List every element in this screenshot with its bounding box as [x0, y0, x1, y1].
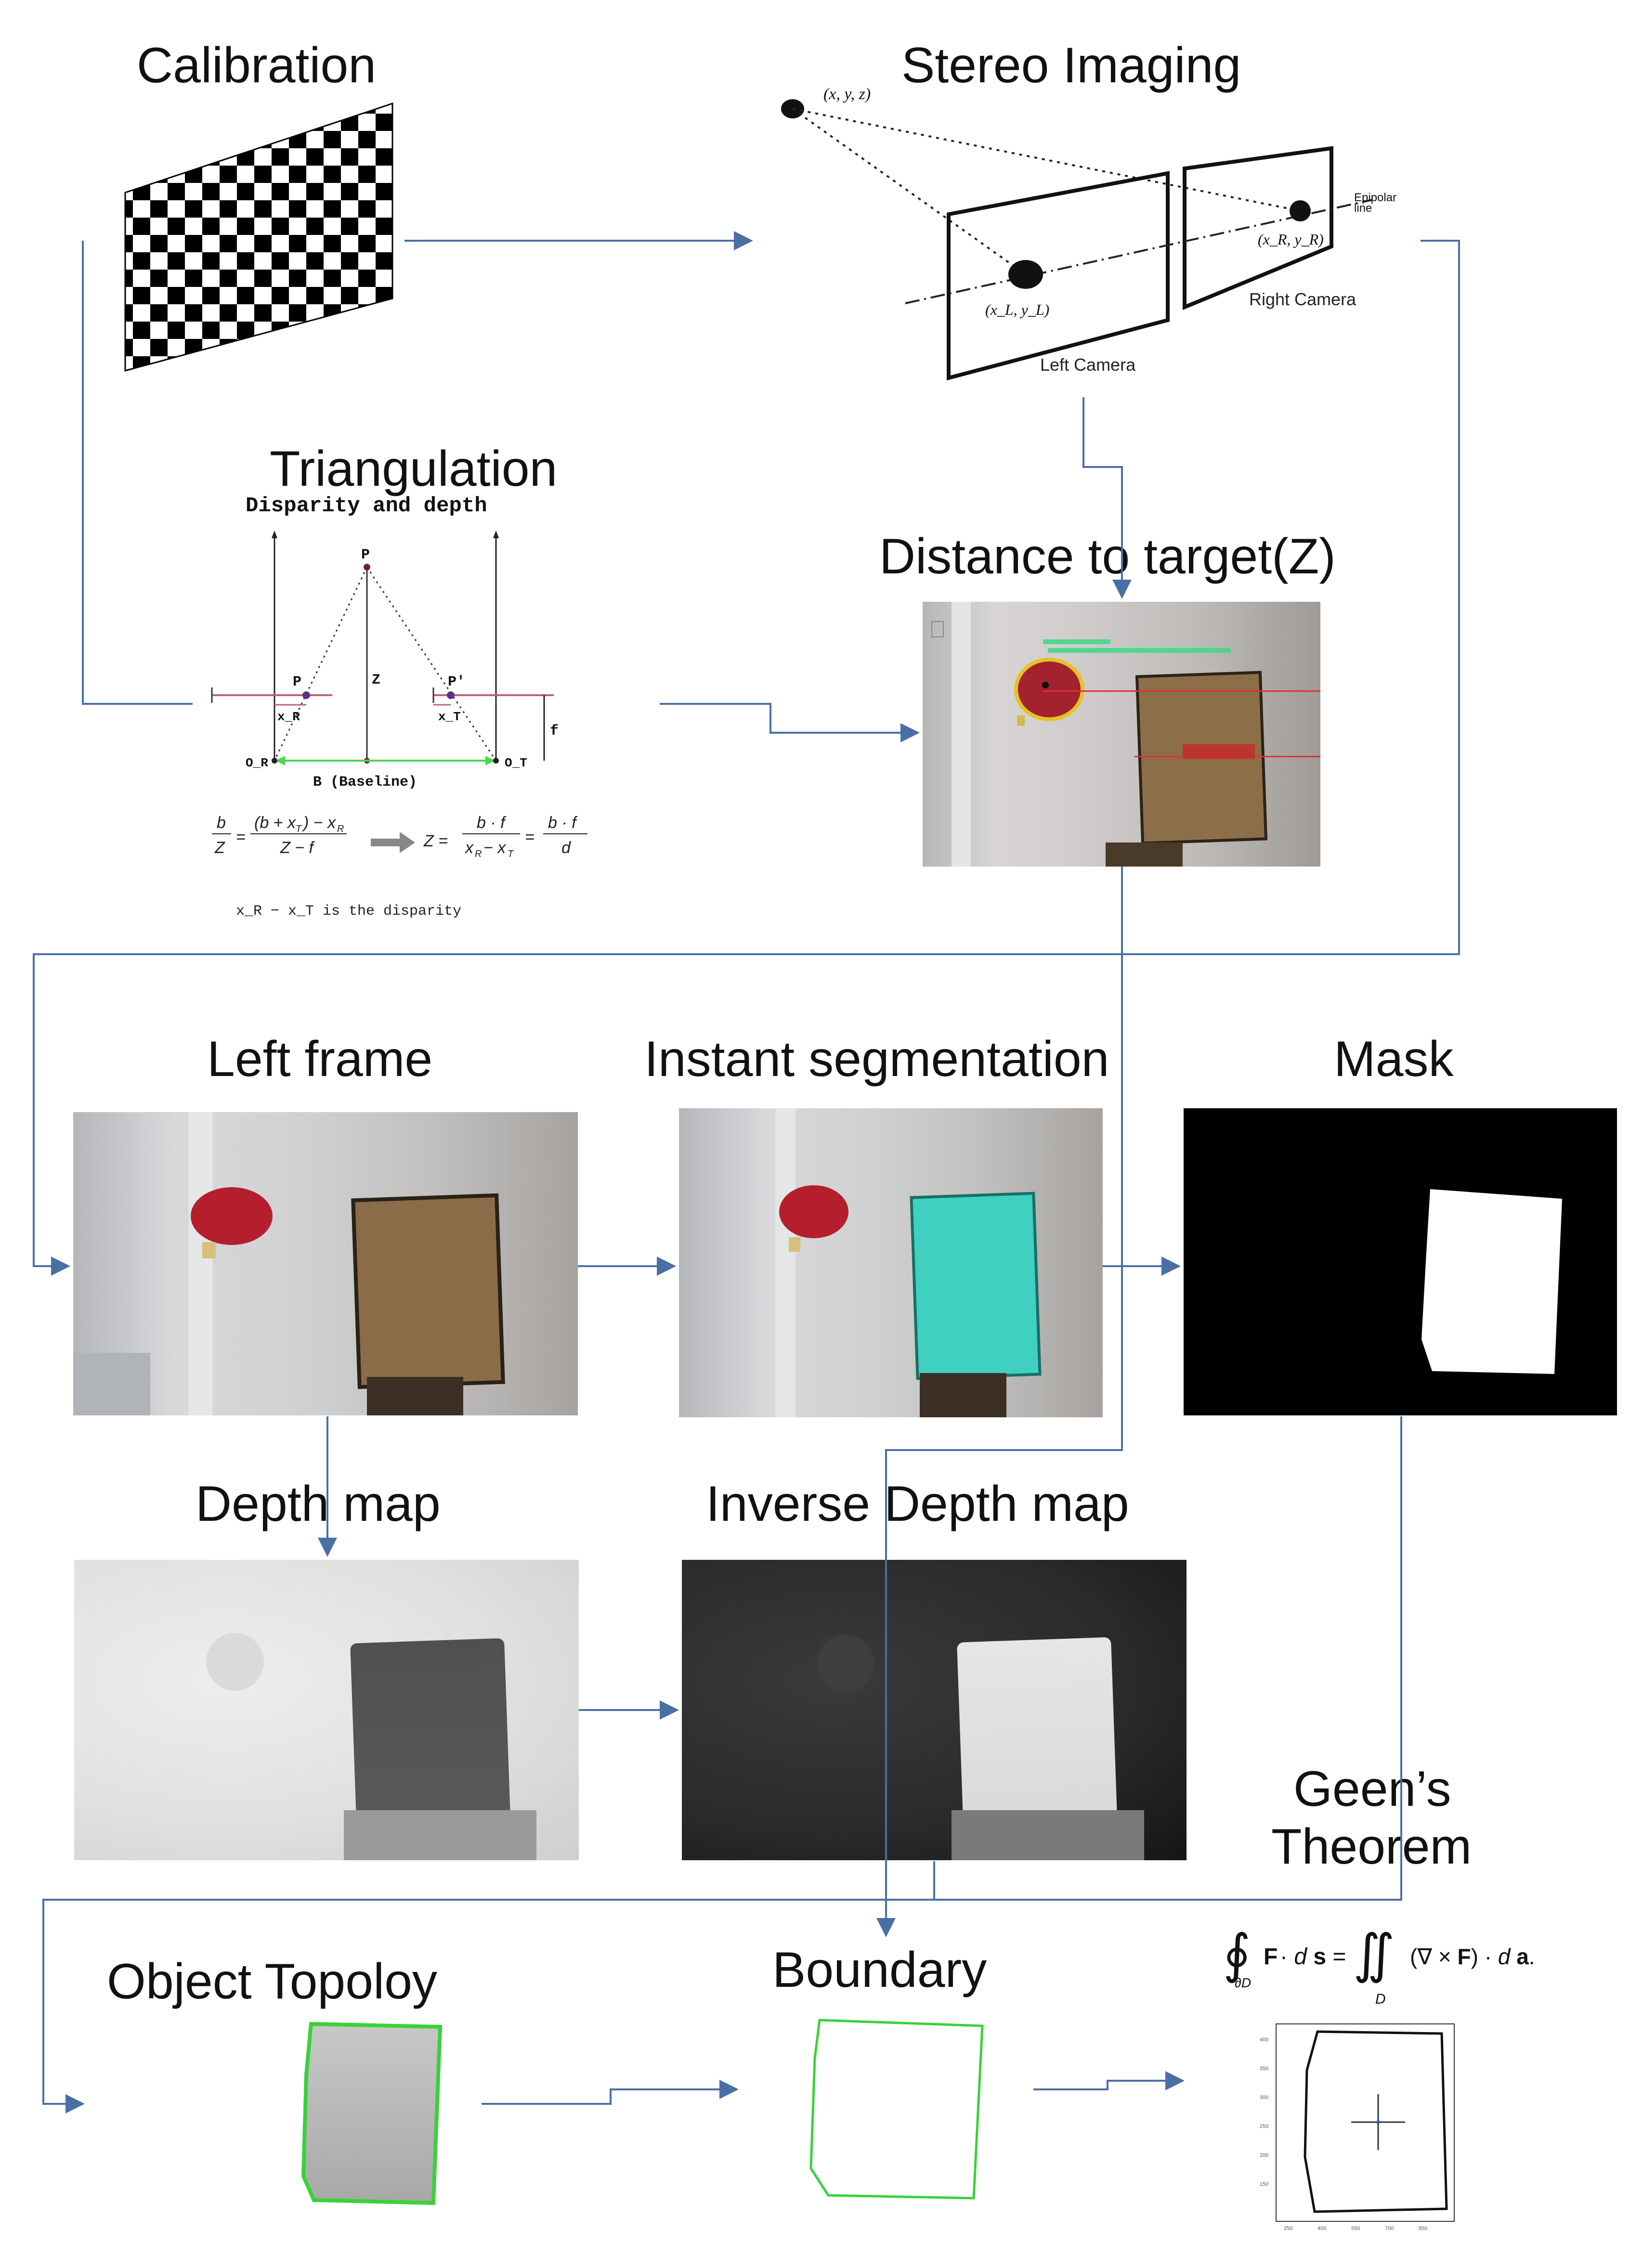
arrow-boundary-to-greens — [1033, 2071, 1185, 2090]
svg-text:250: 250 — [1260, 2124, 1268, 2129]
stereo-imaging-diagram: (x, y, z) (x_L, y_L) (x_R, y_R) Epipolar… — [781, 85, 1396, 381]
p-right-label: P′ — [448, 674, 465, 690]
svg-text:400: 400 — [1317, 2226, 1326, 2231]
p-left-label: P — [293, 674, 301, 690]
boundary-title: Boundary — [772, 1942, 987, 1998]
svg-text:∬: ∬ — [1353, 1924, 1395, 1983]
left-frame-title: Left frame — [207, 1031, 433, 1087]
svg-text:Z =: Z = — [423, 832, 448, 850]
svg-text:R: R — [475, 849, 482, 859]
epipolar-label: Epipolar — [1354, 191, 1396, 204]
svg-text:D: D — [1375, 1991, 1386, 2007]
svg-text:Z − f: Z − f — [280, 839, 315, 857]
xr-label: x_R — [277, 710, 300, 724]
svg-text:T: T — [296, 824, 302, 834]
mask-title: Mask — [1334, 1031, 1454, 1087]
segmentation-title: Instant segmentation — [644, 1031, 1109, 1087]
svg-text:T: T — [508, 849, 514, 859]
arrow-stereo-to-leftframe — [33, 240, 1460, 1276]
right-camera-label: Right Camera — [1249, 289, 1356, 309]
svg-text:· d s =: · d s = — [1280, 1944, 1346, 1970]
greens-plot: 400 350 300 250 200 150 250 400 550 700 850 — [1255, 2012, 1462, 2239]
svg-text:850: 850 — [1419, 2226, 1427, 2231]
greens-title-line1: Geen’s — [1293, 1761, 1451, 1817]
triangulation-subtitle: Disparity and depth — [246, 494, 487, 518]
or-label: O_R — [246, 756, 268, 770]
arrow-stereo-to-distance — [1082, 397, 1132, 599]
svg-text:∮: ∮ — [1223, 1924, 1251, 1983]
epipolar-label-2: line — [1354, 202, 1372, 215]
svg-text:200: 200 — [1260, 2152, 1268, 2158]
right-point-label: (x_R, y_R) — [1258, 231, 1324, 248]
inverse-depth-image — [682, 1560, 1187, 1860]
red-disk-seg — [779, 1185, 848, 1238]
baseline-label: B (Baseline) — [313, 774, 417, 791]
triangulation-title: Triangulation — [270, 441, 558, 497]
red-disk — [191, 1187, 273, 1245]
svg-text:400: 400 — [1260, 2037, 1268, 2043]
svg-text:=: = — [525, 828, 535, 846]
object-topology-title: Object Topoloy — [107, 1954, 438, 2009]
triangulation-diagram: Disparity and depth P Z P P′ x_R x_T f O… — [211, 494, 587, 920]
svg-text:F: F — [1264, 1944, 1278, 1970]
point-label: (x, y, z) — [823, 85, 871, 103]
left-point-label: (x_L, y_L) — [985, 301, 1049, 318]
svg-text:(b + x: (b + x — [254, 814, 296, 832]
stereo-imaging-title: Stereo Imaging — [901, 38, 1241, 93]
greens-formula: ∮ ∂D F · d s = ∬ D (∇ × F) · d a. — [1223, 1924, 1535, 2007]
depth-map-image — [74, 1560, 579, 1860]
svg-text:550: 550 — [1351, 2226, 1360, 2231]
left-camera-label: Left Camera — [1040, 355, 1136, 375]
checkerboard-image — [124, 102, 393, 372]
segmentation-photo — [679, 1108, 1103, 1417]
svg-text:300: 300 — [1260, 2095, 1268, 2100]
svg-text:− x: − x — [483, 839, 506, 857]
svg-text:150: 150 — [1260, 2181, 1268, 2187]
svg-text:250: 250 — [1284, 2226, 1292, 2231]
svg-text:=: = — [236, 828, 246, 846]
svg-text:Z: Z — [214, 839, 225, 857]
arrow-topology-to-boundary — [482, 2080, 739, 2105]
mask-shape — [1421, 1189, 1562, 1374]
arrow-triangulation-to-distance — [660, 703, 920, 742]
svg-text:) − x: ) − x — [301, 814, 336, 832]
depth-map-title: Depth map — [196, 1476, 441, 1532]
arrow-distance-to-boundary — [876, 867, 1123, 1937]
left-frame-photo — [73, 1112, 578, 1415]
svg-text:∂D: ∂D — [1235, 1975, 1251, 1990]
svg-text:R: R — [337, 824, 344, 834]
distance-title: Distance to target(Z) — [879, 529, 1336, 584]
z-label: Z — [372, 672, 380, 688]
svg-text:d: d — [561, 839, 571, 857]
svg-text:700: 700 — [1385, 2226, 1394, 2231]
svg-text:b: b — [217, 814, 226, 832]
boundary-image — [809, 2019, 984, 2200]
svg-text:b · f: b · f — [477, 814, 507, 832]
greens-title-line2: Theorem — [1271, 1819, 1472, 1875]
xt-label: x_T — [438, 710, 461, 724]
object-topology-image — [301, 2022, 443, 2205]
svg-text:350: 350 — [1260, 2066, 1268, 2072]
arrow-mask-to-topology — [42, 1416, 1402, 2113]
distance-photo — [923, 602, 1320, 867]
calibration-title: Calibration — [137, 38, 377, 93]
ot-label: O_T — [505, 756, 527, 770]
p-label: P — [361, 547, 370, 563]
mask-image — [1184, 1108, 1617, 1415]
svg-text:x: x — [464, 839, 474, 857]
red-target-disk — [1014, 658, 1084, 721]
disparity-note: x_R − x_T is the disparity — [236, 903, 461, 920]
svg-text:b · f: b · f — [548, 814, 578, 832]
svg-text:(∇ × F) · d a.: (∇ × F) · d a. — [1410, 1944, 1535, 1969]
f-label: f — [550, 723, 559, 739]
inverse-depth-title: Inverse Depth map — [706, 1476, 1129, 1532]
